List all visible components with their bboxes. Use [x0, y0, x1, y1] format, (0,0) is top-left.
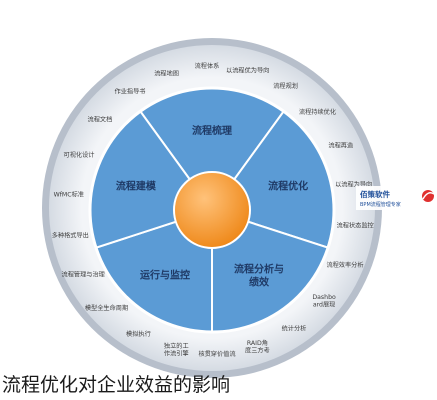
center-core: [173, 171, 251, 249]
brand-logo-swoosh: [422, 192, 435, 200]
outer-label: RAID角度三方考: [245, 339, 270, 355]
segment-label: 运行与监控: [140, 269, 190, 282]
outer-label: 流程地图: [154, 69, 179, 77]
segment-label: 流程优化: [268, 179, 308, 192]
segment-label: 流程分析与绩效: [234, 263, 284, 289]
brand-name: 佰策软件: [360, 189, 390, 199]
outer-label: 模拟执行: [126, 330, 151, 338]
outer-label: 流程文档: [88, 116, 113, 124]
outer-label: 流程体系: [195, 62, 220, 70]
outer-label: 作业指导书: [115, 88, 146, 96]
outer-label: 以流程优为导向: [226, 67, 269, 75]
segment-label: 流程建模: [116, 179, 157, 192]
outer-label: 流程规划: [273, 82, 298, 90]
outer-label: 多种格式导出: [52, 232, 89, 240]
outer-label: 模型全生命周期: [85, 304, 128, 312]
outer-label: 以流程为导向: [335, 181, 372, 189]
outer-label: 流程效率分析: [326, 261, 363, 269]
outer-labels-group: 流程体系以流程优为导向流程规划流程持续优化流程再造以流程为导向流程状态监控流程效…: [52, 62, 374, 358]
outer-label: 可视化设计: [64, 151, 95, 159]
outer-label: WfMC标准: [54, 191, 84, 199]
outer-label: 统计分析: [282, 324, 307, 332]
brand-logo-icon: [422, 190, 434, 202]
outer-label: 核贯穿价值流: [198, 350, 235, 358]
outer-label: 流程管理与治理: [62, 270, 105, 278]
segment-outline: [88, 86, 336, 334]
segment-label: 流程梳理: [192, 124, 232, 137]
caption: 流程优化对企业效益的影响: [2, 374, 231, 396]
outer-label: 流程持续优化: [299, 108, 336, 116]
outer-label: 流程状态监控: [337, 222, 374, 230]
brand-logo: 佰策软件 BPM流程管理专家: [356, 186, 436, 210]
outer-label: 流程再造: [328, 142, 353, 150]
outer-label: 独立的工作流引擎: [164, 342, 189, 358]
brand-subtitle: BPM流程管理专家: [360, 201, 401, 208]
